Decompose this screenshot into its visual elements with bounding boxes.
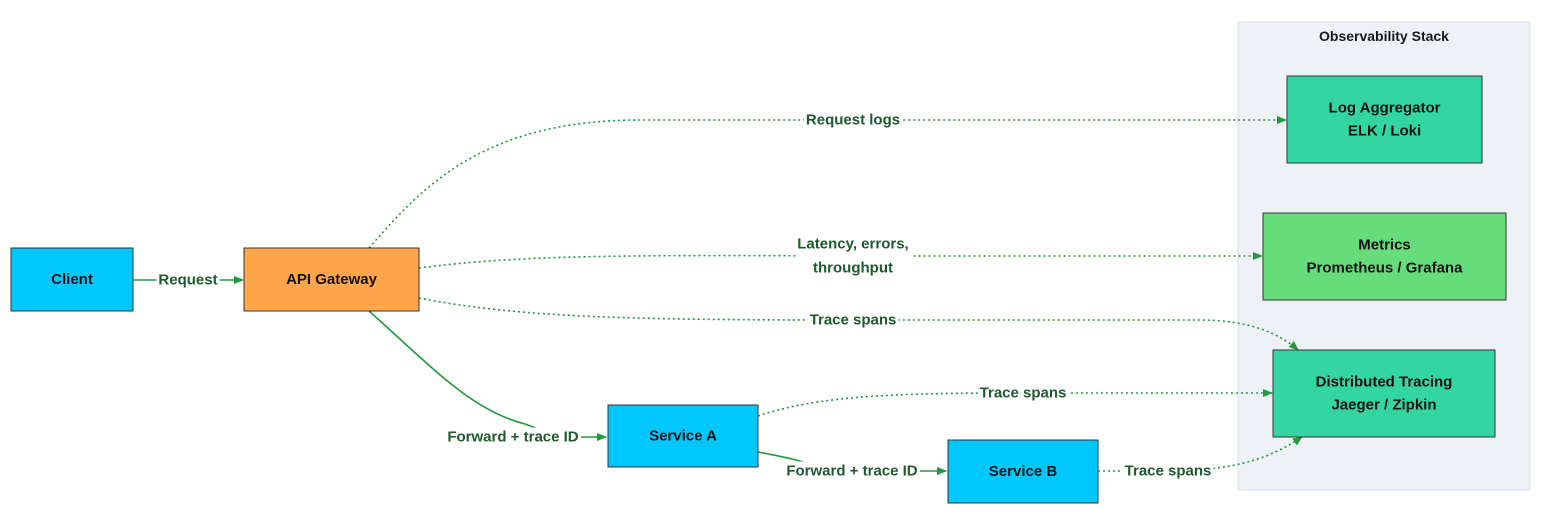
node-svc-b[interactable]: Service B (947, 439, 1099, 504)
node-box[interactable] (947, 439, 1099, 504)
edge-label-text: Latency, errors, (797, 236, 908, 253)
edge-label-svc-b-tracing: Trace spans (1122, 461, 1214, 481)
edge-label-text: Request logs (806, 112, 900, 129)
node-box[interactable] (243, 247, 420, 312)
edge-label-gateway-tracing: Trace spans (807, 310, 899, 330)
edge-label-text: Trace spans (810, 312, 897, 329)
node-label: Service A (649, 428, 717, 445)
edge-gateway-tracing (418, 297, 1299, 351)
node-box[interactable] (1262, 212, 1507, 301)
edge-label-text: Request (158, 272, 217, 289)
edge-gateway-logs (368, 116, 1287, 249)
edge-label-gateway-svc-a: Forward + trace ID (445, 427, 581, 447)
node-label: ELK / Loki (1348, 123, 1421, 140)
edge-label-text: Trace spans (980, 385, 1067, 402)
node-label: Log Aggregator (1329, 100, 1441, 117)
edge-label-background (803, 110, 903, 130)
node-label: Service B (989, 463, 1058, 480)
node-label: API Gateway (286, 271, 378, 288)
edge-label-text: Trace spans (1125, 463, 1212, 480)
edge-label-background (784, 461, 920, 481)
node-label: Jaeger / Zipkin (1331, 397, 1436, 414)
edge-label-background (156, 270, 220, 290)
edge-label-svc-a-svc-b: Forward + trace ID (784, 461, 920, 481)
node-gateway[interactable]: API Gateway (243, 247, 420, 312)
edge-label-text: Forward + trace ID (786, 463, 917, 480)
edge-label-text: Forward + trace ID (447, 429, 578, 446)
node-label: Prometheus / Grafana (1307, 260, 1464, 277)
edge-label-gateway-logs: Request logs (803, 110, 903, 130)
edge-label-text: throughput (813, 260, 893, 277)
node-label: Client (51, 271, 93, 288)
node-box[interactable] (1286, 75, 1483, 164)
node-client[interactable]: Client (10, 247, 134, 312)
node-label: Metrics (1358, 237, 1411, 254)
edge-label-client-gateway: Request (156, 270, 220, 290)
observability-stack-title: Observability Stack (1319, 28, 1449, 44)
edge-label-background (977, 383, 1069, 403)
node-svc-a[interactable]: Service A (607, 404, 759, 468)
node-label: Distributed Tracing (1316, 374, 1453, 391)
edge-gateway-svc-a (368, 310, 607, 441)
edge-label-background (795, 234, 911, 278)
node-box[interactable] (10, 247, 134, 312)
edge-label-svc-a-tracing: Trace spans (977, 383, 1069, 403)
edge-gateway-metrics (418, 252, 1263, 269)
edge-label-background (807, 310, 899, 330)
node-box[interactable] (607, 404, 759, 468)
node-box[interactable] (1272, 349, 1496, 438)
edge-label-background (1122, 461, 1214, 481)
edge-label-background (445, 427, 581, 447)
edge-label-gateway-metrics: Latency, errors, throughput (795, 234, 911, 278)
